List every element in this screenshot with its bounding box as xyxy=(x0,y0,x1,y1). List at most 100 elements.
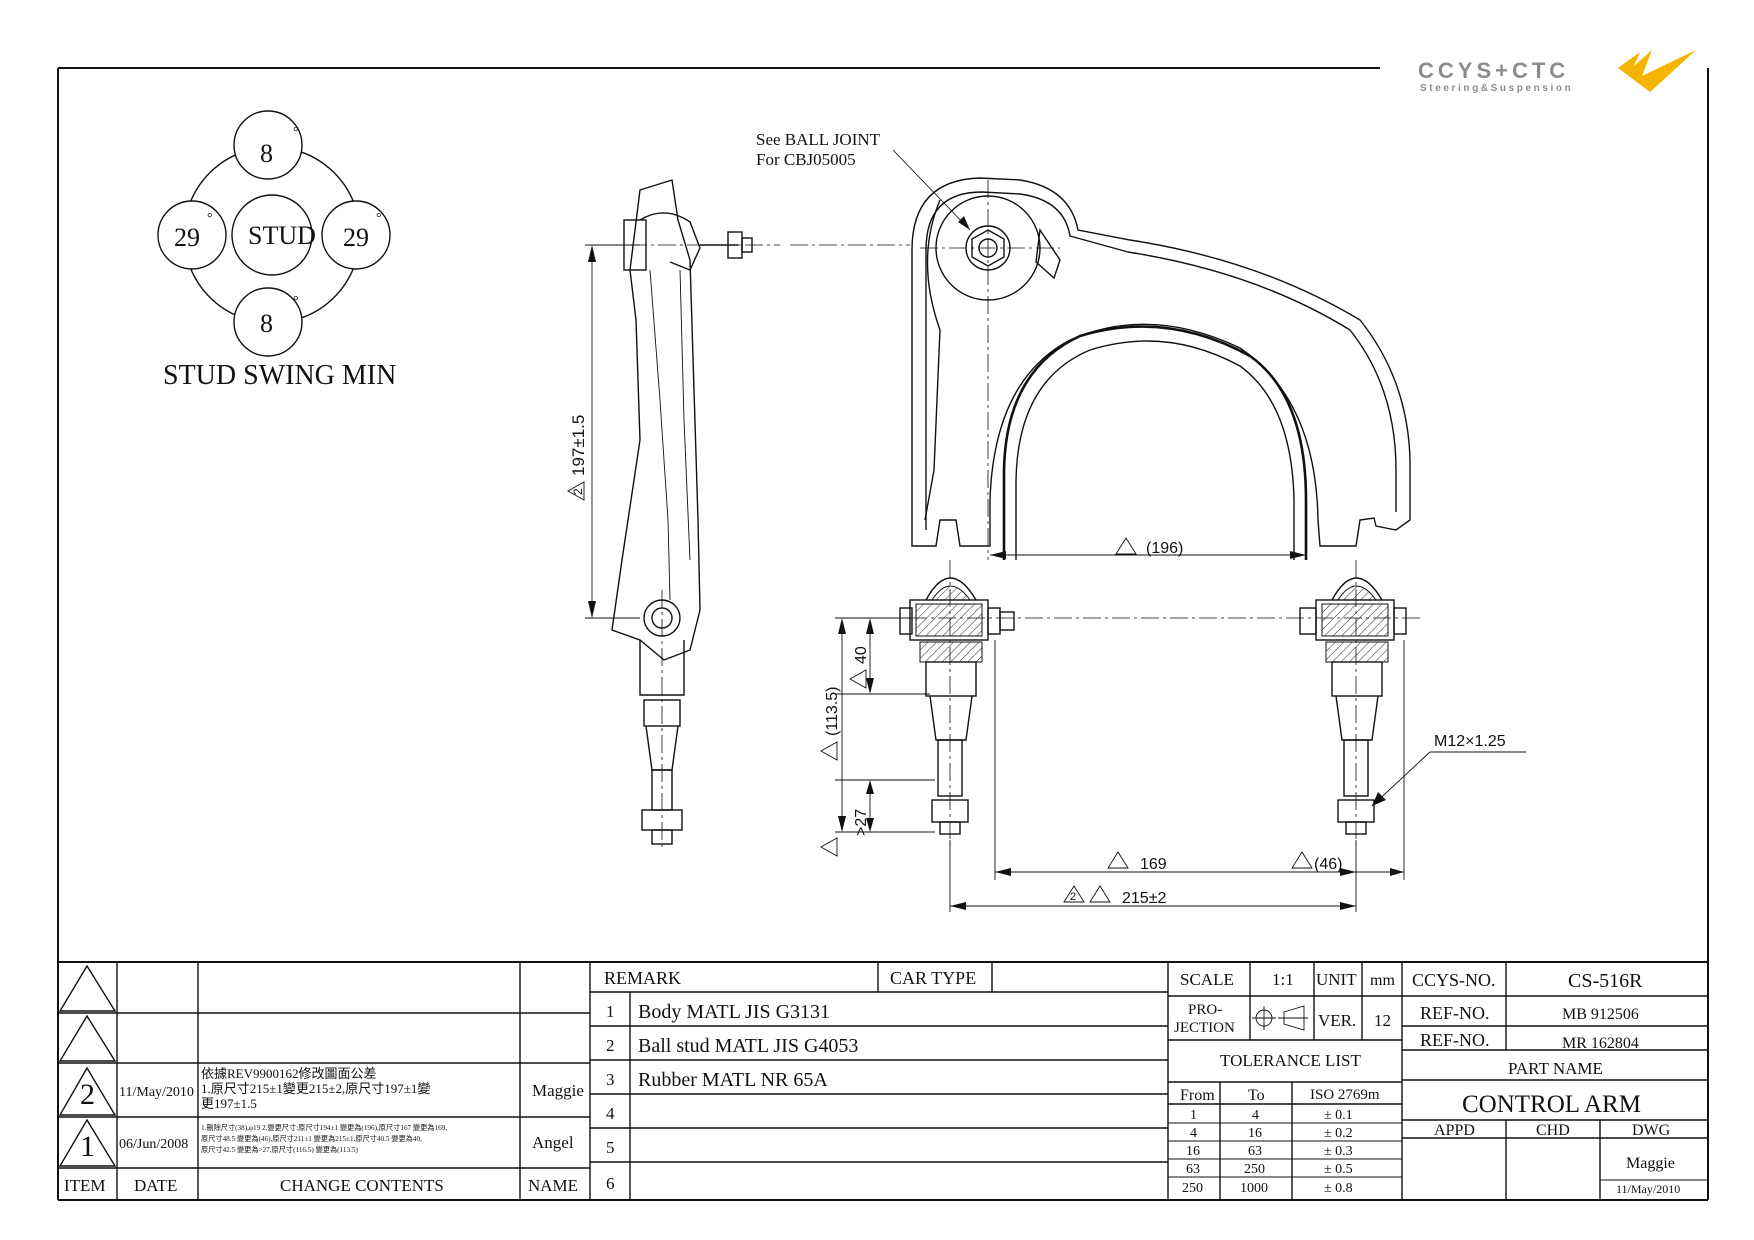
rev1-date: 06/Jun/2008 xyxy=(119,1137,188,1152)
dimension-vertical-stack: 40 (113.5) >27 xyxy=(820,617,935,857)
svg-text:NAME: NAME xyxy=(528,1176,578,1195)
ref-number-2: MR 162804 xyxy=(1562,1035,1639,1052)
svg-text:SCALE: SCALE xyxy=(1180,970,1234,989)
tolerance-title: TOLERANCE LIST xyxy=(1220,1051,1361,1070)
svg-text:1:1: 1:1 xyxy=(1272,970,1294,989)
svg-text:PART NAME: PART NAME xyxy=(1508,1059,1603,1078)
swing-top-value: 8 xyxy=(260,139,273,168)
svg-text:mm: mm xyxy=(1370,972,1395,989)
thread-callout: M12×1.25 xyxy=(1371,733,1526,807)
svg-text:4: 4 xyxy=(606,1104,615,1123)
drawn-date: 11/May/2010 xyxy=(1616,1182,1680,1196)
stud-swing-diagram: STUD 8 ° 8 ° 29 ° 29 ° STUD SWING MIN xyxy=(157,110,396,391)
svg-text:VER.: VER. xyxy=(1318,1011,1356,1030)
svg-text:± 0.3: ± 0.3 xyxy=(1324,1144,1353,1159)
svg-text:5: 5 xyxy=(606,1138,615,1157)
svg-text:UNIT: UNIT xyxy=(1316,970,1357,989)
ccys-number: CS-516R xyxy=(1568,970,1643,992)
dimension-horizontal-stack: 169 (46) 2 215±2 xyxy=(949,640,1405,912)
front-view xyxy=(880,177,1420,850)
swing-left-value: 29 xyxy=(174,223,200,252)
dim-27: >27 xyxy=(853,809,870,836)
svg-text:See BALL JOINT: See BALL JOINT xyxy=(756,130,881,149)
svg-text:1: 1 xyxy=(1190,1108,1197,1123)
dim-196: (196) xyxy=(1146,540,1183,557)
company-logo: CCYS+CTC Steering&Suspension xyxy=(1418,50,1696,94)
swing-right-value: 29 xyxy=(343,223,369,252)
svg-text:°: ° xyxy=(376,211,382,226)
svg-text:2: 2 xyxy=(606,1036,615,1055)
svg-text:From: From xyxy=(1180,1087,1215,1104)
svg-text:63: 63 xyxy=(1186,1162,1200,1177)
svg-text:°: ° xyxy=(293,125,299,140)
svg-text:原尺寸42.5 變更為>27,原尺寸(116.5) 變更為(: 原尺寸42.5 變更為>27,原尺寸(116.5) 變更為(113.5) xyxy=(201,1145,358,1154)
stud-swing-caption: STUD SWING MIN xyxy=(163,360,396,391)
svg-text:依據REV9900162修改圖面公差: 依據REV9900162修改圖面公差 xyxy=(201,1066,377,1081)
car-type-header: CAR TYPE xyxy=(890,968,976,988)
tolerance-block: SCALE 1:1 UNIT mm PRO- JECTION VER. 12 T… xyxy=(1168,962,1403,1200)
svg-text:ITEM: ITEM xyxy=(64,1176,106,1195)
svg-text:2: 2 xyxy=(80,1078,95,1111)
logo-brand: CCYS+CTC xyxy=(1418,58,1569,83)
remark-row-3: Rubber MATL NR 65A xyxy=(638,1069,828,1091)
svg-text:1: 1 xyxy=(606,1002,615,1021)
svg-text:For CBJ05005: For CBJ05005 xyxy=(756,150,856,169)
svg-text:DWG: DWG xyxy=(1632,1122,1671,1139)
part-name: CONTROL ARM xyxy=(1462,1091,1641,1118)
left-bushing xyxy=(899,560,1015,850)
remark-table: REMARK CAR TYPE 1 Body MATL JIS G3131 2 … xyxy=(590,962,1169,1200)
svg-text:± 0.2: ± 0.2 xyxy=(1324,1126,1353,1141)
svg-text:CHD: CHD xyxy=(1536,1122,1570,1139)
logo-swoosh-icon xyxy=(1618,50,1696,92)
svg-text:°: ° xyxy=(207,211,213,226)
svg-text:2: 2 xyxy=(571,488,585,495)
side-view xyxy=(600,179,910,850)
part-info-block: CCYS-NO. CS-516R REF-NO. MB 912506 REF-N… xyxy=(1402,962,1708,1200)
svg-text:°: ° xyxy=(293,294,299,309)
remark-row-2: Ball stud MATL JIS G4053 xyxy=(638,1035,858,1057)
svg-text:更197±1.5: 更197±1.5 xyxy=(201,1096,257,1111)
svg-text:REF-NO.: REF-NO. xyxy=(1420,1003,1490,1023)
dim-40: 40 xyxy=(853,646,870,664)
svg-text:± 0.5: ± 0.5 xyxy=(1324,1162,1353,1177)
sheet-frame xyxy=(57,67,1709,1201)
dim-169: 169 xyxy=(1140,856,1167,873)
rev1-name: Angel xyxy=(532,1133,574,1152)
svg-text:APPD: APPD xyxy=(1434,1122,1475,1139)
ball-joint-note: See BALL JOINT For CBJ05005 xyxy=(756,130,971,231)
dim-46: (46) xyxy=(1314,856,1342,873)
svg-text:1000: 1000 xyxy=(1240,1181,1268,1196)
svg-text:± 0.8: ± 0.8 xyxy=(1324,1181,1353,1196)
right-bushing xyxy=(1299,560,1407,850)
logo-tagline: Steering&Suspension xyxy=(1420,83,1573,94)
dimension-height: 2 197±1.5 xyxy=(567,244,640,619)
swing-bottom-value: 8 xyxy=(260,309,273,338)
svg-text:6: 6 xyxy=(606,1174,615,1193)
ref-number-1: MB 912506 xyxy=(1562,1006,1639,1023)
rev2-date: 11/May/2010 xyxy=(119,1085,194,1100)
revision-table: 2 1 11/May/2010 06/Jun/2008 依據REV9900162… xyxy=(58,962,591,1200)
svg-text:16: 16 xyxy=(1186,1144,1200,1159)
stud-label: STUD xyxy=(248,221,316,250)
svg-text:4: 4 xyxy=(1252,1108,1259,1123)
drawer-name: Maggie xyxy=(1626,1155,1675,1172)
svg-text:2: 2 xyxy=(1070,891,1076,903)
svg-text:ISO 2769m: ISO 2769m xyxy=(1310,1087,1380,1103)
remark-row-1: Body MATL JIS G3131 xyxy=(638,1001,830,1023)
svg-text:原尺寸48.5 變更為(46),原尺寸211±1 變更為21: 原尺寸48.5 變更為(46),原尺寸211±1 變更為215±1,原尺寸40.… xyxy=(201,1134,422,1143)
svg-text:CCYS-NO.: CCYS-NO. xyxy=(1412,970,1496,990)
svg-text:250: 250 xyxy=(1182,1181,1203,1196)
version-number: 12 xyxy=(1374,1011,1391,1030)
svg-text:PRO-: PRO- xyxy=(1188,1002,1222,1018)
dimension-196: (196) xyxy=(990,537,1306,559)
rev2-name: Maggie xyxy=(532,1081,584,1100)
svg-text:REF-NO.: REF-NO. xyxy=(1420,1030,1490,1050)
remark-header: REMARK xyxy=(604,968,681,988)
svg-text:3: 3 xyxy=(606,1070,615,1089)
svg-text:1.原尺寸215±1變更215±2,原尺寸197±1變: 1.原尺寸215±1變更215±2,原尺寸197±1變 xyxy=(201,1081,430,1096)
dim-thread: M12×1.25 xyxy=(1434,733,1506,750)
svg-text:CHANGE CONTENTS: CHANGE CONTENTS xyxy=(280,1176,444,1195)
projection-symbol-icon xyxy=(1252,1005,1308,1031)
dim-113: (113.5) xyxy=(824,686,841,736)
